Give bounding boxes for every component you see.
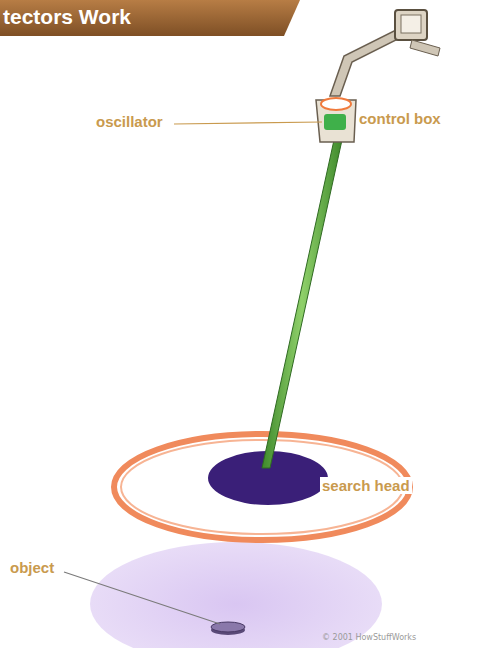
part-label: control box [359, 110, 441, 127]
title-banner [0, 0, 300, 36]
copyright-watermark: © 2001 HowStuffWorks [322, 633, 416, 642]
handle-arm [330, 30, 400, 96]
handle-grip [395, 10, 427, 40]
page-title: tectors Work [3, 5, 131, 29]
leader-line [174, 122, 322, 124]
arm-rest [410, 40, 440, 56]
handle-grip-opening [401, 15, 421, 33]
part-label: search head [320, 477, 412, 494]
object-coin-top [211, 622, 245, 632]
shaft [262, 140, 342, 468]
part-label: object [10, 559, 54, 576]
oscillator-unit [324, 114, 346, 130]
leader-line [64, 572, 220, 624]
control-box-top [321, 98, 351, 110]
part-label: oscillator [96, 113, 163, 130]
